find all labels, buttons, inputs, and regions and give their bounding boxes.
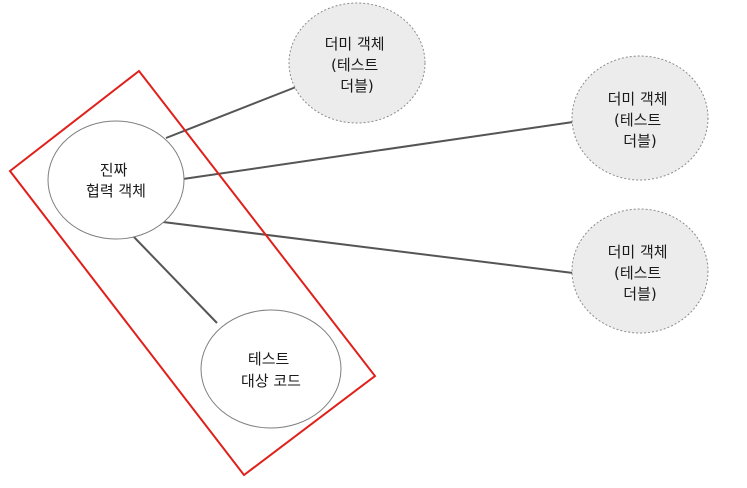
connector-real-to-dummy-2 — [182, 121, 574, 180]
dummy-double-node-1: 더미 객체 (테스트 더블) — [288, 2, 426, 124]
dummy-double-2-line-2: (테스트 — [614, 111, 661, 129]
dummy-double-node-2: 더미 객체 (테스트 더블) — [571, 55, 709, 181]
target-code-ellipse — [200, 309, 342, 429]
target-code-line-1: 테스트 — [248, 350, 290, 368]
dummy-double-1-line-3: 더블) — [340, 77, 373, 95]
dummy-double-2-line-1: 더미 객체 — [608, 90, 668, 108]
real-collaborator-line-2: 협력 객체 — [86, 182, 146, 200]
dummy-double-1-line-2: (테스트 — [331, 56, 378, 74]
real-collaborator-line-1: 진짜 — [100, 161, 128, 179]
target-code-label: 테스트 대상 코드 — [241, 350, 301, 390]
dummy-double-ellipse-1 — [288, 2, 426, 124]
connector-real-to-dummy-3 — [162, 221, 574, 274]
connector-real-to-dummy-1 — [165, 86, 297, 139]
target-code-node: 테스트 대상 코드 — [200, 309, 342, 429]
dummy-double-label-2: 더미 객체 (테스트 더블) — [608, 90, 673, 150]
dummy-double-ellipse-3 — [571, 208, 709, 334]
real-collaborator-label: 진짜 협력 객체 — [86, 161, 146, 200]
dummy-double-2-line-3: 더블) — [623, 132, 656, 150]
dummy-double-label-3: 더미 객체 (테스트 더블) — [608, 243, 673, 303]
dummy-double-3-line-2: (테스트 — [614, 264, 661, 282]
connector-real-to-target — [132, 235, 218, 324]
dummy-double-1-line-1: 더미 객체 — [325, 35, 385, 53]
real-collaborator-ellipse — [47, 120, 185, 240]
highlight-boundary — [8, 69, 377, 477]
dummy-double-3-line-1: 더미 객체 — [608, 243, 668, 261]
dummy-double-node-3: 더미 객체 (테스트 더블) — [571, 208, 709, 334]
dummy-double-ellipse-2 — [571, 55, 709, 181]
dummy-double-label-1: 더미 객체 (테스트 더블) — [325, 35, 390, 95]
real-collaborator-node: 진짜 협력 객체 — [47, 120, 185, 240]
target-code-line-2: 대상 코드 — [241, 372, 301, 390]
dummy-double-3-line-3: 더블) — [623, 285, 656, 303]
